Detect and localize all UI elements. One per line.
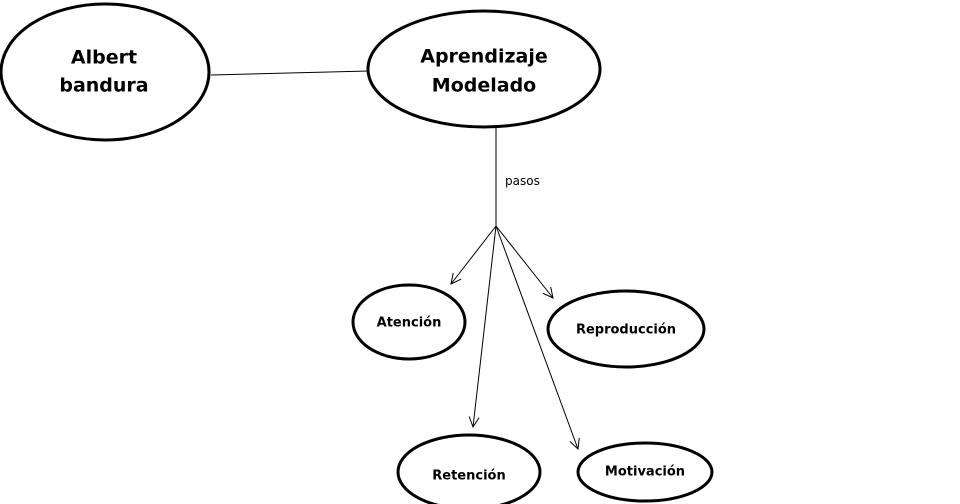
node-atencion-shape <box>351 283 467 361</box>
node-reproduccion-shape <box>546 289 706 369</box>
node-albert-bandura-line2: bandura <box>59 75 148 97</box>
node-atencion-label: Atención <box>377 316 442 331</box>
edge-label-pasos: pasos <box>505 174 540 188</box>
node-atencion: Atención <box>351 283 467 361</box>
arrow-to-motivacion <box>495 225 578 449</box>
node-aprendizaje-modelado-line1: Aprendizaje <box>420 46 547 68</box>
node-retencion-shape <box>396 433 542 504</box>
arrow-to-reproduccion <box>495 225 553 298</box>
node-albert-bandura: Albert bandura <box>0 2 211 142</box>
node-aprendizaje-modelado: Aprendizaje Modelado <box>366 9 602 129</box>
connector-albert-aprendizaje <box>210 70 370 76</box>
node-albert-bandura-line1: Albert <box>71 47 137 69</box>
node-aprendizaje-modelado-shape <box>366 9 602 129</box>
arrow-to-atencion <box>451 225 497 284</box>
node-motivacion-label: Motivación <box>605 465 685 480</box>
node-aprendizaje-modelado-line2: Modelado <box>432 75 536 97</box>
node-retencion-label: Retención <box>432 469 505 484</box>
node-reproduccion: Reproducción <box>546 289 706 369</box>
node-retencion: Retención <box>396 433 542 504</box>
arrow-to-retencion <box>473 225 497 427</box>
node-motivacion: Motivación <box>576 441 714 503</box>
node-reproduccion-label: Reproducción <box>576 323 676 338</box>
node-albert-bandura-shape <box>0 2 211 142</box>
node-motivacion-shape <box>576 441 714 503</box>
